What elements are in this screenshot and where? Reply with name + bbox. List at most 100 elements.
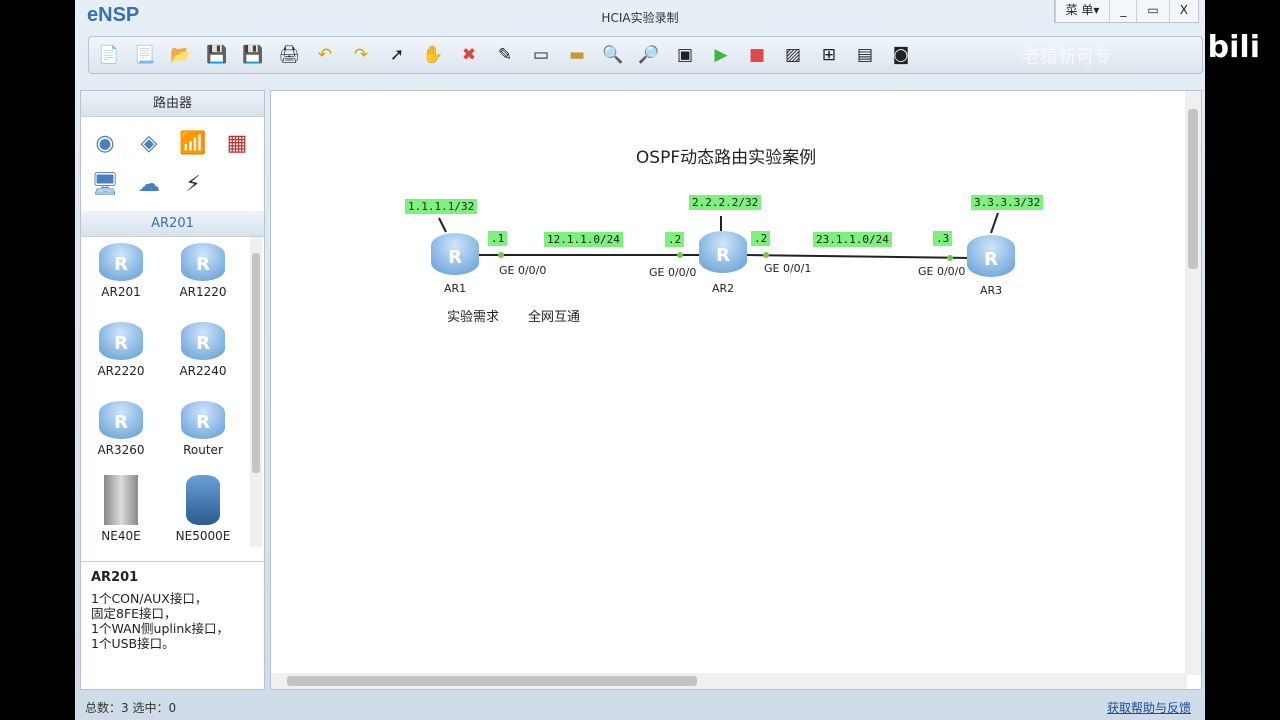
horizontal-scrollbar[interactable] (271, 673, 1187, 689)
delete-link-icon[interactable]: ✎ (497, 45, 513, 65)
router-ar2[interactable]: R (699, 231, 747, 273)
router-label: AR3 (980, 284, 1003, 297)
port-label: GE 0/0/0 (499, 264, 547, 277)
close-button[interactable]: X (1168, 0, 1198, 22)
host-label: .2 (665, 232, 685, 247)
device-label: AR2220 (97, 364, 145, 378)
zoom-out-icon[interactable]: 🔎 (638, 45, 660, 65)
device-label: AR2240 (179, 364, 227, 378)
device-panel: 路由器 ◉ ◈ 📶 ▦ 🖥 ☁ ⚡ AR201 R AR201 R AR1220 R… (80, 90, 265, 690)
watermark: 老猿新可专 (1022, 47, 1112, 68)
switch-category-icon[interactable]: ◈ (140, 130, 158, 156)
host-label: .2 (751, 231, 771, 246)
pc-category-icon[interactable]: 🖥 (91, 171, 119, 197)
cloud-category-icon[interactable]: ☁ (138, 171, 160, 197)
maximize-button[interactable]: ▭ (1136, 0, 1168, 22)
router-label: AR1 (444, 282, 467, 295)
delete-icon[interactable]: ✖ (461, 45, 477, 65)
port-dot (763, 252, 769, 258)
link-ar2-ar3[interactable] (745, 254, 972, 259)
loopback-label: 2.2.2.2/32 (689, 195, 762, 210)
select-icon[interactable]: ➚ (389, 45, 405, 65)
port-label: GE 0/0/0 (649, 266, 697, 279)
router-ar1[interactable]: R (431, 233, 479, 275)
save-icon[interactable]: 💾 (206, 45, 228, 65)
device-ne40e[interactable]: NE40E (81, 475, 161, 543)
new-topology-icon[interactable]: 📄 (98, 45, 120, 65)
router-icon: R (181, 243, 225, 281)
text-icon[interactable]: ▭ (532, 45, 550, 65)
router-icon: R (181, 401, 225, 439)
info-line: 1个USB接口。 (91, 636, 175, 651)
port-label: GE 0/0/0 (918, 265, 966, 278)
device-router[interactable]: R Router (163, 401, 243, 457)
device-label: NE40E (101, 529, 141, 543)
open-icon[interactable]: 📂 (170, 45, 192, 65)
loopback-line (990, 212, 999, 234)
port-dot (498, 252, 504, 258)
host-label: .3 (933, 231, 953, 246)
menu-button[interactable]: 菜 单▾ (1054, 0, 1110, 22)
device-ar1220[interactable]: R AR1220 (163, 243, 243, 299)
status-count: 总数：3 选中：0 (85, 701, 177, 715)
redo-icon[interactable]: ↷ (353, 45, 369, 65)
grid-icon[interactable]: ▤ (856, 45, 874, 65)
device-label: NE5000E (175, 529, 231, 543)
print-icon[interactable]: 🖨 (278, 45, 300, 65)
router-category-icon[interactable]: ◉ (95, 130, 115, 156)
console-icon[interactable]: ◙ (892, 45, 910, 65)
requirement-label: 实验需求 (447, 310, 500, 325)
fit-icon[interactable]: ▣ (676, 45, 694, 65)
new-template-icon[interactable]: 📃 (134, 45, 156, 65)
title-bar: eNSP HCIA实验录制 菜 单▾ _ ▭ X (75, 0, 1205, 30)
ensp-window: eNSP HCIA实验录制 菜 单▾ _ ▭ X 📄 📃 📂 💾 💾 🖨 ↶ ↷… (75, 0, 1205, 720)
pan-icon[interactable]: ✋ (422, 45, 444, 65)
router-label: AR2 (712, 282, 735, 295)
help-feedback-link[interactable]: 获取帮助与反馈 (1106, 701, 1191, 715)
info-line: 固定8FE接口， (91, 606, 177, 621)
minimize-button[interactable]: _ (1109, 0, 1136, 22)
wlan-category-icon[interactable]: 📶 (179, 130, 207, 156)
stop-icon[interactable]: ■ (748, 45, 766, 65)
start-icon[interactable]: ▶ (714, 45, 728, 65)
subcategory-header: AR201 (81, 211, 264, 237)
topology-canvas[interactable]: OSPF动态路由实验案例 R R R AR1 AR2 AR3 1.1.1.1/3… (270, 90, 1202, 690)
network-label: 23.1.1.0/24 (813, 232, 892, 247)
topology-icon[interactable]: ⊞ (821, 45, 837, 65)
category-header: 路由器 (81, 91, 264, 117)
undo-icon[interactable]: ↶ (317, 45, 333, 65)
firewall-category-icon[interactable]: ▦ (226, 130, 248, 156)
status-bar: 总数：3 选中：0 获取帮助与反馈 (75, 696, 1205, 720)
zoom-in-icon[interactable]: 🔍 (602, 45, 624, 65)
device-info: AR201 1个CON/AUX接口， 固定8FE接口， 1个WAN侧uplink… (81, 561, 264, 659)
network-label: 12.1.1.0/24 (544, 232, 623, 247)
links (438, 212, 999, 259)
save-as-icon[interactable]: 💾 (242, 45, 264, 65)
port-label: GE 0/0/1 (764, 262, 812, 275)
device-ne5000e[interactable]: NE5000E (163, 475, 243, 543)
loopback-label: 3.3.3.3/32 (971, 195, 1044, 210)
link-category-icon[interactable]: ⚡ (185, 171, 201, 197)
device-list-scrollbar[interactable] (250, 237, 262, 547)
router-icon: R (99, 243, 143, 281)
cluster-router-icon (186, 475, 220, 525)
capture-icon[interactable]: ▨ (784, 45, 802, 65)
info-line: 1个CON/AUX接口， (91, 591, 208, 606)
vertical-scrollbar[interactable] (1185, 91, 1201, 675)
window-title: HCIA实验录制 (601, 11, 679, 25)
device-label: AR3260 (97, 443, 145, 457)
router-icon: R (99, 401, 143, 439)
bilibili-logo: bili (1207, 30, 1260, 65)
device-label: AR1220 (179, 285, 227, 299)
chassis-icon (104, 475, 138, 525)
device-ar3260[interactable]: R AR3260 (81, 401, 161, 457)
device-label: AR201 (101, 285, 141, 299)
device-label: Router (183, 443, 223, 457)
device-ar201[interactable]: R AR201 (81, 243, 161, 299)
palette-icon[interactable]: ▬ (568, 45, 586, 65)
router-ar3[interactable]: R (967, 235, 1015, 277)
host-label: .1 (488, 231, 508, 246)
